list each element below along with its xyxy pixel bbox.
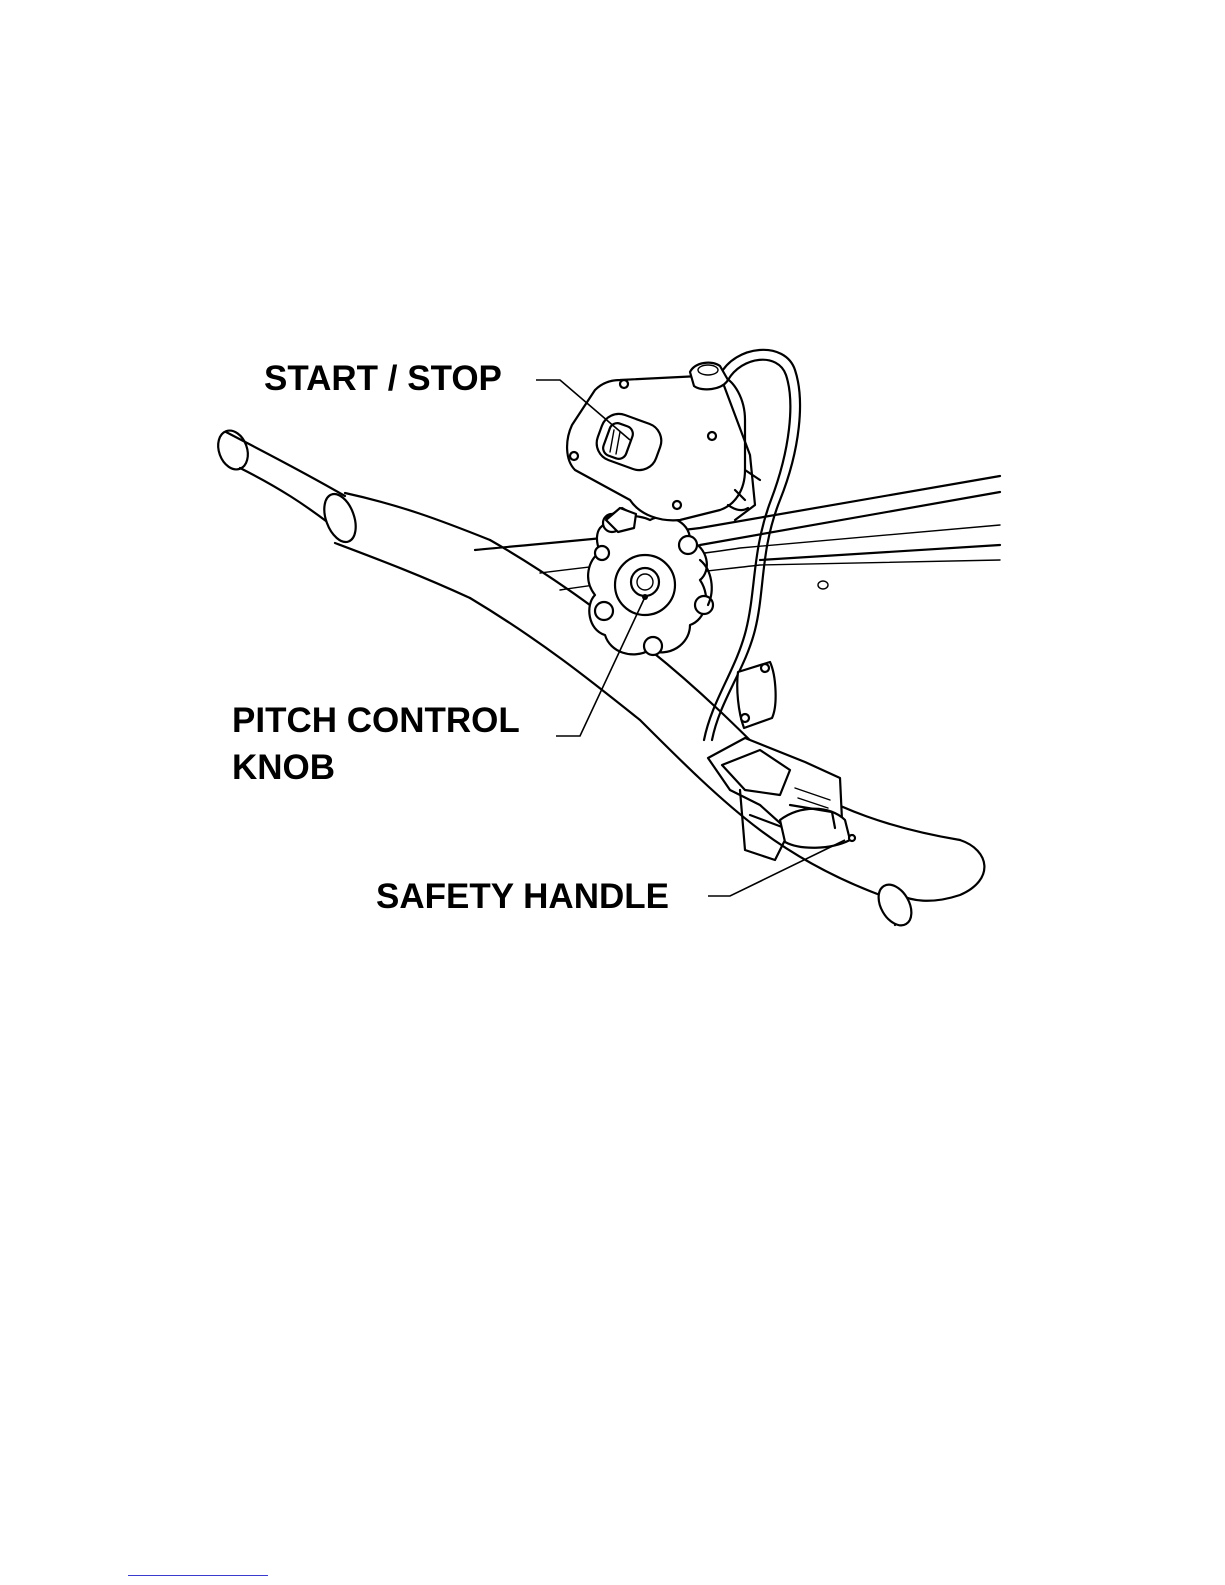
footer-rule <box>128 1575 268 1576</box>
label-safety-handle: SAFETY HANDLE <box>376 877 669 916</box>
leader-safety-handle <box>708 840 845 896</box>
leader-pitch-control-dot <box>642 594 648 600</box>
label-start-stop: START / STOP <box>264 359 502 398</box>
cable-clip <box>737 662 775 728</box>
start-stop-switch-illustration <box>567 363 760 532</box>
safety-handle-illustration <box>708 738 855 860</box>
handlebar-tube <box>213 426 984 931</box>
label-pitch-control-line1: PITCH CONTROL <box>232 701 520 740</box>
pitch-control-knob-illustration <box>588 508 713 655</box>
label-pitch-control-line2: KNOB <box>232 748 335 787</box>
